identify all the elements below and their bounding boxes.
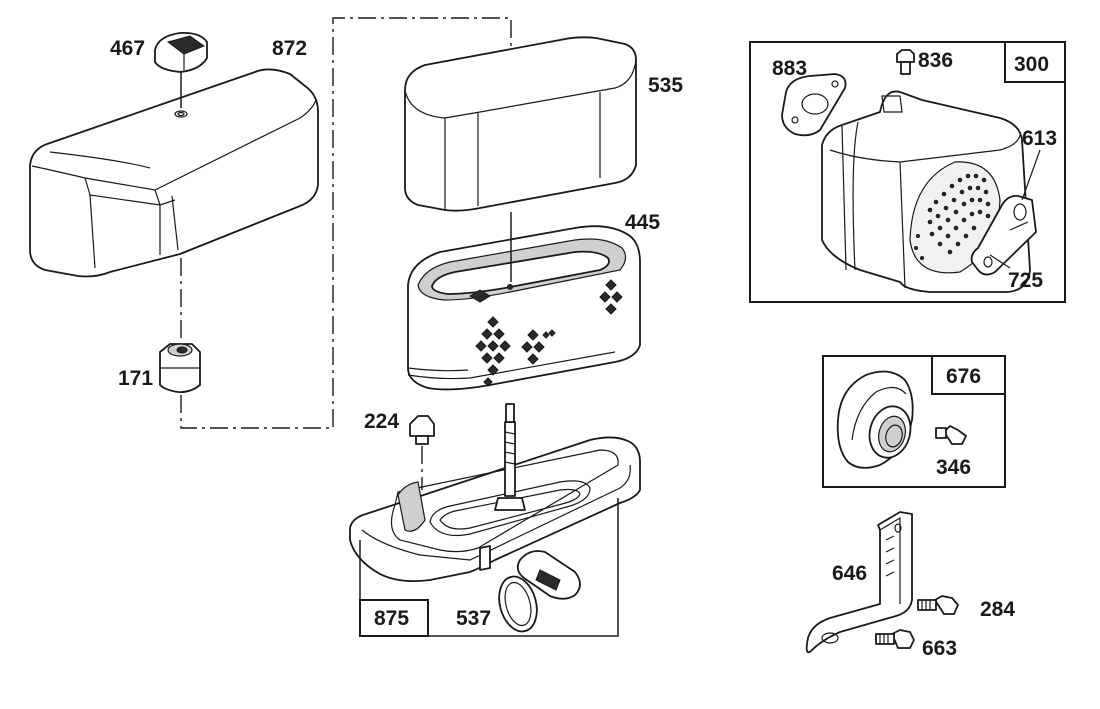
label-224: 224 <box>364 410 399 433</box>
label-663: 663 <box>922 637 957 660</box>
bracket-screw-upper <box>917 595 959 615</box>
label-467: 467 <box>110 37 145 60</box>
label-676: 676 <box>946 365 981 388</box>
label-872: 872 <box>272 37 307 60</box>
deflector-screw <box>935 425 967 445</box>
grommet-nut <box>159 343 201 394</box>
label-346: 346 <box>936 456 971 479</box>
label-875: 875 <box>374 607 409 630</box>
label-725: 725 <box>1008 269 1043 292</box>
label-613: 613 <box>1022 127 1057 150</box>
air-cleaner-base <box>349 403 641 600</box>
label-535: 535 <box>648 74 683 97</box>
label-171: 171 <box>118 367 153 390</box>
muffler-support-bracket <box>805 511 913 654</box>
label-537: 537 <box>456 607 491 630</box>
muffler <box>821 90 1031 293</box>
pre-cleaner <box>404 36 637 212</box>
label-836: 836 <box>918 49 953 72</box>
muffler-guard-bracket <box>970 195 1037 276</box>
breather-gasket <box>498 575 538 633</box>
air-cleaner-cover <box>29 68 319 278</box>
air-filter-cartridge <box>407 225 641 391</box>
bracket-screw-lower <box>875 629 915 649</box>
label-646: 646 <box>832 562 867 585</box>
deflector-box <box>822 355 1006 488</box>
exhaust-deflector <box>836 370 914 469</box>
label-445: 445 <box>625 211 660 234</box>
label-883: 883 <box>772 57 807 80</box>
muffler-box <box>749 41 1066 303</box>
muffler-screw <box>896 49 915 75</box>
label-284: 284 <box>980 598 1015 621</box>
muffler-gasket <box>781 73 847 137</box>
cover-knob <box>154 32 208 73</box>
label-300: 300 <box>1014 53 1049 76</box>
base-screw <box>409 415 435 445</box>
